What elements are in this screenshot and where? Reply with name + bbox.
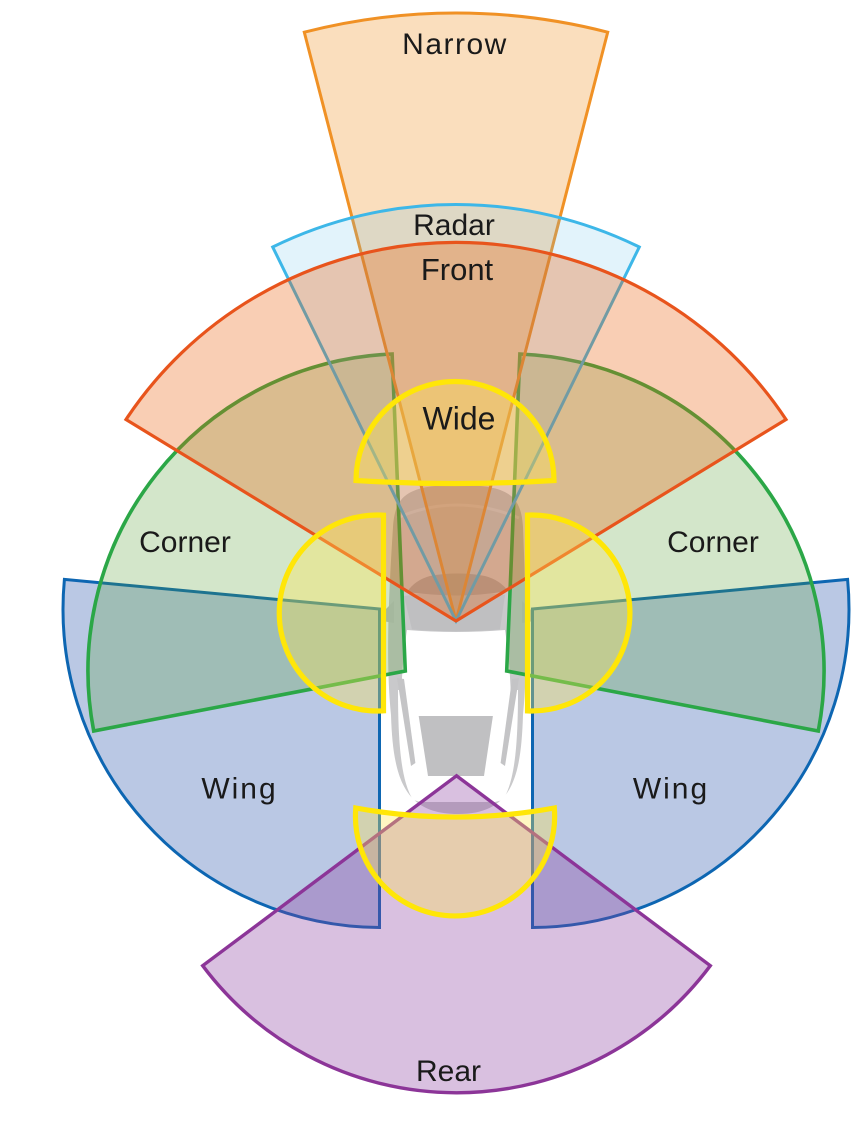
svg-text:Narrow: Narrow <box>402 28 508 61</box>
svg-text:Corner: Corner <box>667 526 759 559</box>
svg-text:Radar: Radar <box>413 209 495 242</box>
svg-text:Wing: Wing <box>201 773 277 806</box>
svg-text:Rear: Rear <box>416 1055 481 1088</box>
svg-text:Corner: Corner <box>139 526 231 559</box>
svg-text:Wide: Wide <box>423 401 496 437</box>
svg-text:Wing: Wing <box>633 773 709 806</box>
svg-text:Front: Front <box>421 252 494 287</box>
